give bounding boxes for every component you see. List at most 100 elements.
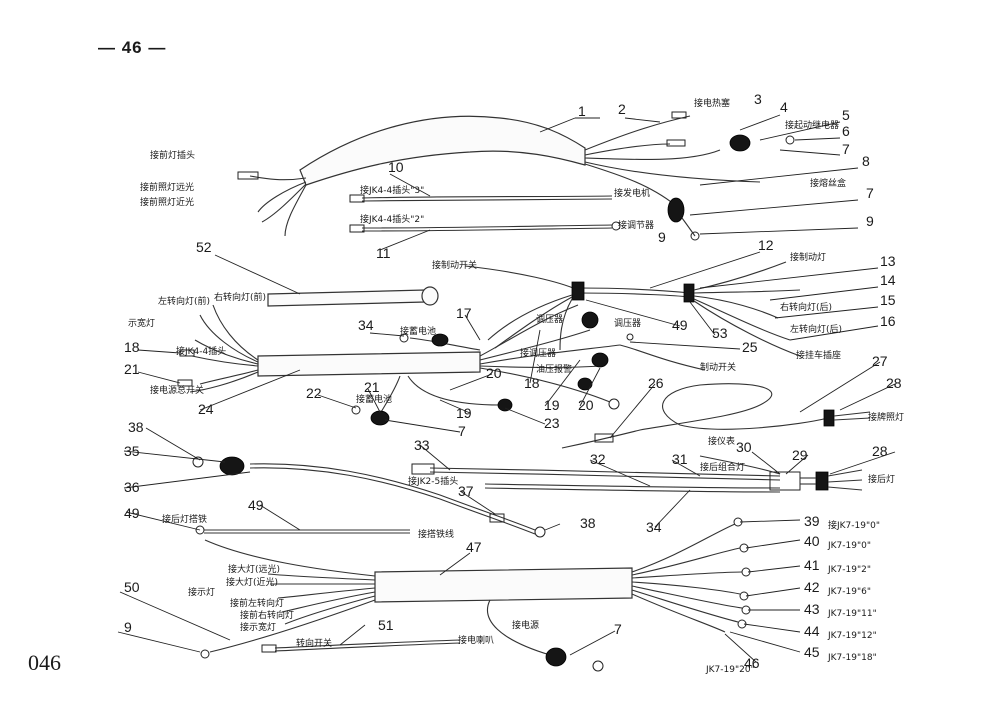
callout-42: 42 [804, 579, 820, 595]
callout-53: 53 [712, 325, 728, 341]
label-battery: 接蓄电池 [400, 325, 436, 337]
label-headlamp-high-b: 接大灯(远光) [228, 563, 280, 575]
label-jk4-2: 接JK4-4插头"2" [360, 213, 424, 225]
callout-14: 14 [880, 272, 896, 288]
callout-39: 39 [804, 513, 820, 529]
label-front-right-turn: 接前右转向灯 [240, 609, 294, 621]
callout-2: 2 [618, 101, 626, 117]
wire-49 [195, 525, 410, 535]
callout-50: 50 [124, 579, 140, 595]
label-jk7-11: JK7-19"11" [827, 609, 877, 619]
label-headlamp-low: 接前照灯近光 [140, 196, 194, 208]
callout-49a: 49 [672, 317, 688, 333]
callout-30: 30 [736, 439, 752, 455]
harness-33-34 [411, 455, 863, 493]
label-generator: 接发电机 [614, 187, 650, 199]
callout-26: 26 [648, 375, 664, 391]
callout-29: 29 [792, 447, 808, 463]
callout-19a: 19 [456, 405, 472, 421]
callout-3: 3 [754, 91, 762, 107]
rod-52 [267, 286, 439, 307]
label-side-marker: 示宽灯 [128, 317, 155, 329]
label-instrument: 接仪表 [708, 435, 735, 447]
label-ground-wire: 接搭铁线 [418, 528, 454, 540]
callout-44: 44 [804, 623, 820, 639]
label-headlamp-low-b: 接大灯(近光) [226, 576, 278, 588]
callout-43: 43 [804, 601, 820, 617]
label-indicator-lamp: 接示灯 [188, 586, 215, 598]
callout-49c: 49 [124, 505, 140, 521]
callout-6: 6 [842, 123, 850, 139]
callout-47: 47 [466, 539, 482, 555]
callout-27: 27 [872, 353, 888, 369]
label-side-marker-b: 接示宽灯 [240, 621, 276, 633]
callout-22: 22 [306, 385, 322, 401]
callout-18b: 18 [524, 375, 540, 391]
label-headlamp-high: 接前照灯远光 [140, 181, 194, 193]
label-left-turn-front: 左转向灯(前) [158, 295, 210, 307]
callout-21a: 21 [124, 361, 140, 377]
callout-20b: 20 [578, 397, 594, 413]
label-power: 接电源 [512, 619, 539, 631]
label-oil-alarm: 油压报警 [536, 363, 572, 375]
label-front-lamp-plug: 接前灯插头 [150, 149, 195, 161]
harness-24 [177, 304, 706, 426]
label-jk4-3: 接JK4-4插头"3" [360, 184, 424, 196]
callout-7d: 7 [614, 621, 622, 637]
callout-23: 23 [544, 415, 560, 431]
callout-24: 24 [198, 401, 214, 417]
label-rear-lamp: 接后灯 [868, 473, 895, 485]
wire-26-27 [561, 383, 871, 449]
callout-40: 40 [804, 533, 820, 549]
label-jk7-12: JK7-19"12" [827, 631, 877, 641]
label-jk2-5: 接JK2-5插头 [408, 475, 458, 487]
callout-31: 31 [672, 451, 688, 467]
callout-numbers: 1 2 3 4 5 6 7 8 7 9 10 9 11 12 13 14 15 … [124, 91, 902, 671]
callout-7c: 7 [458, 423, 466, 439]
wire-labels: 接前灯插头 接前照灯远光 接前照灯近光 接电热塞 接起动继电器 接熔丝盒 接JK… [128, 97, 904, 675]
callout-41: 41 [804, 557, 820, 573]
callout-15: 15 [880, 292, 896, 308]
callout-10: 10 [388, 159, 404, 175]
callout-12: 12 [758, 237, 774, 253]
label-rear-combo-lamp: 接后组合灯 [700, 461, 745, 473]
label-to-regulator: 接调压器 [520, 347, 556, 359]
callout-7b: 7 [866, 185, 874, 201]
callout-19b: 19 [544, 397, 560, 413]
label-left-turn-rear: 左转向灯(后) [790, 323, 842, 335]
callout-32: 32 [590, 451, 606, 467]
wire-51 [261, 639, 461, 653]
callout-9b: 9 [658, 229, 666, 245]
callout-21b: 21 [364, 379, 380, 395]
label-start-relay: 接起动继电器 [785, 119, 839, 131]
callout-36: 36 [124, 479, 140, 495]
label-battery-b: 接蓄电池 [356, 393, 392, 405]
callout-8: 8 [862, 153, 870, 169]
label-jk7-2: JK7-19"2" [827, 565, 871, 575]
label-horn: 接电喇叭 [458, 634, 494, 646]
callout-9a: 9 [866, 213, 874, 229]
callout-5: 5 [842, 107, 850, 123]
callout-52: 52 [196, 239, 212, 255]
label-brake-switch-b: 制动开关 [700, 361, 736, 373]
callout-37: 37 [458, 483, 474, 499]
callout-28a: 28 [886, 375, 902, 391]
label-right-turn-front: 右转向灯(前) [214, 291, 266, 303]
label-jk7-6: JK7-19"6" [827, 587, 871, 597]
callout-9c: 9 [124, 619, 132, 635]
callout-46: 46 [744, 655, 760, 671]
callout-7a: 7 [842, 141, 850, 157]
callout-13: 13 [880, 253, 896, 269]
leader-lines [117, 114, 896, 663]
callout-20a: 20 [486, 365, 502, 381]
label-brake-switch: 接制动开关 [432, 259, 477, 271]
harness-1 [237, 111, 795, 241]
label-regulator: 接调节器 [618, 219, 654, 231]
label-trailer-socket: 接挂车插座 [796, 349, 841, 361]
label-plate-lamp: 接牌照灯 [868, 411, 904, 423]
callout-49b: 49 [248, 497, 264, 513]
harness-12 [464, 261, 801, 357]
label-fuse-box: 接熔丝盒 [810, 177, 846, 189]
